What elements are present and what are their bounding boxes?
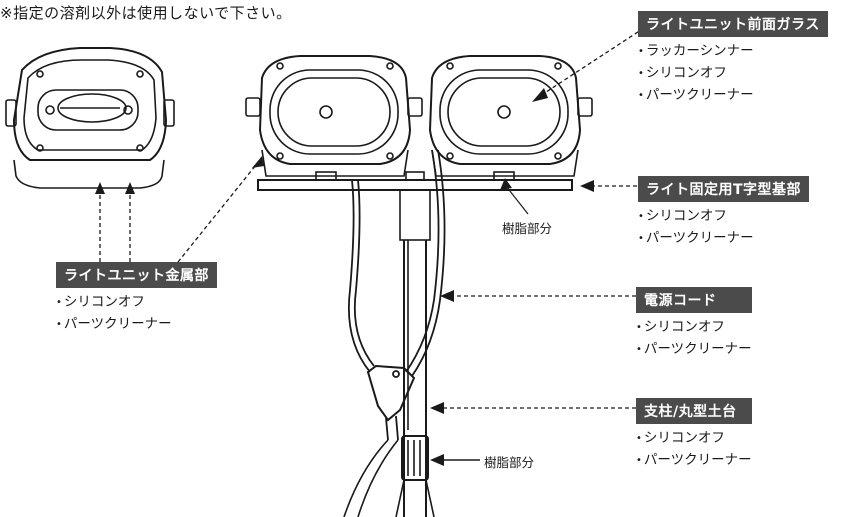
front-light-unit-left — [245, 55, 423, 177]
callout-item: パーツクリーナー — [636, 450, 752, 472]
callout-t-base-title: ライト固定用T字型基部 — [638, 176, 810, 202]
callout-item: シリコンオフ — [638, 206, 809, 228]
power-cord — [347, 149, 446, 441]
callout-item: パーツクリーナー — [56, 314, 217, 336]
callout-item: パーツクリーナー — [636, 339, 752, 361]
callout-item: シリコンオフ — [636, 317, 752, 339]
leader-lines — [99, 27, 645, 409]
callout-cord: 電源コード シリコンオフ パーツクリーナー — [636, 287, 752, 361]
solvent-warning-note: ※指定の溶剤以外は使用しないで下さい。 — [0, 4, 292, 22]
arrow-heads — [95, 88, 594, 466]
callout-metal: ライトユニット金属部 シリコンオフ パーツクリーナー — [56, 262, 217, 336]
callout-item: パーツクリーナー — [638, 228, 809, 250]
callout-item: シリコンオフ — [56, 292, 217, 314]
resin-label-top: 樹脂部分 — [502, 221, 553, 236]
callout-pole-title: 支柱/丸型土台 — [636, 398, 752, 424]
resin-top-leader — [505, 185, 529, 215]
callout-item: ラッカーシンナー — [638, 41, 828, 63]
callout-pole: 支柱/丸型土台 シリコンオフ パーツクリーナー — [636, 398, 752, 472]
callout-item: シリコンオフ — [636, 428, 752, 450]
front-light-unit-right — [428, 55, 593, 177]
callout-item: パーツクリーナー — [638, 85, 828, 107]
pole — [343, 240, 435, 517]
callout-front-glass: ライトユニット前面ガラス ラッカーシンナー シリコンオフ パーツクリーナー — [638, 11, 828, 107]
callout-metal-title: ライトユニット金属部 — [56, 262, 217, 288]
callout-cord-title: 電源コード — [636, 287, 752, 313]
rear-light-unit — [5, 47, 175, 189]
resin-label-bottom: 樹脂部分 — [484, 455, 535, 470]
callout-front-glass-title: ライトユニット前面ガラス — [638, 11, 828, 37]
callout-t-base: ライト固定用T字型基部 シリコンオフ パーツクリーナー — [638, 176, 810, 250]
callout-item: シリコンオフ — [638, 63, 828, 85]
t-shaped-mount — [257, 171, 573, 241]
